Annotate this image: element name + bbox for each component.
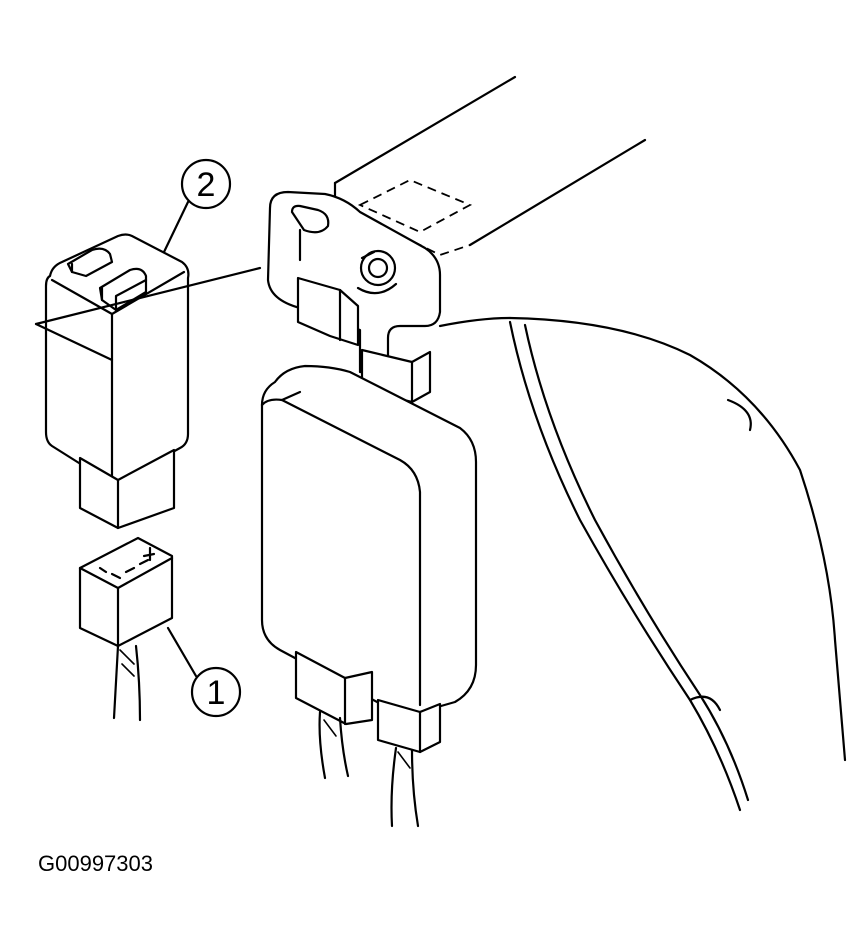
relay-connector <box>78 536 174 722</box>
callout-2-label: 2 <box>197 166 216 204</box>
callout-2: 2 <box>162 158 232 254</box>
relay <box>34 233 262 530</box>
control-module <box>260 364 478 828</box>
callout-1: 1 <box>166 626 242 718</box>
figure-code: G00997303 <box>38 851 153 876</box>
mounting-bracket <box>266 75 647 404</box>
trim-panel-outline <box>508 316 847 812</box>
callout-1-label: 1 <box>207 674 226 712</box>
